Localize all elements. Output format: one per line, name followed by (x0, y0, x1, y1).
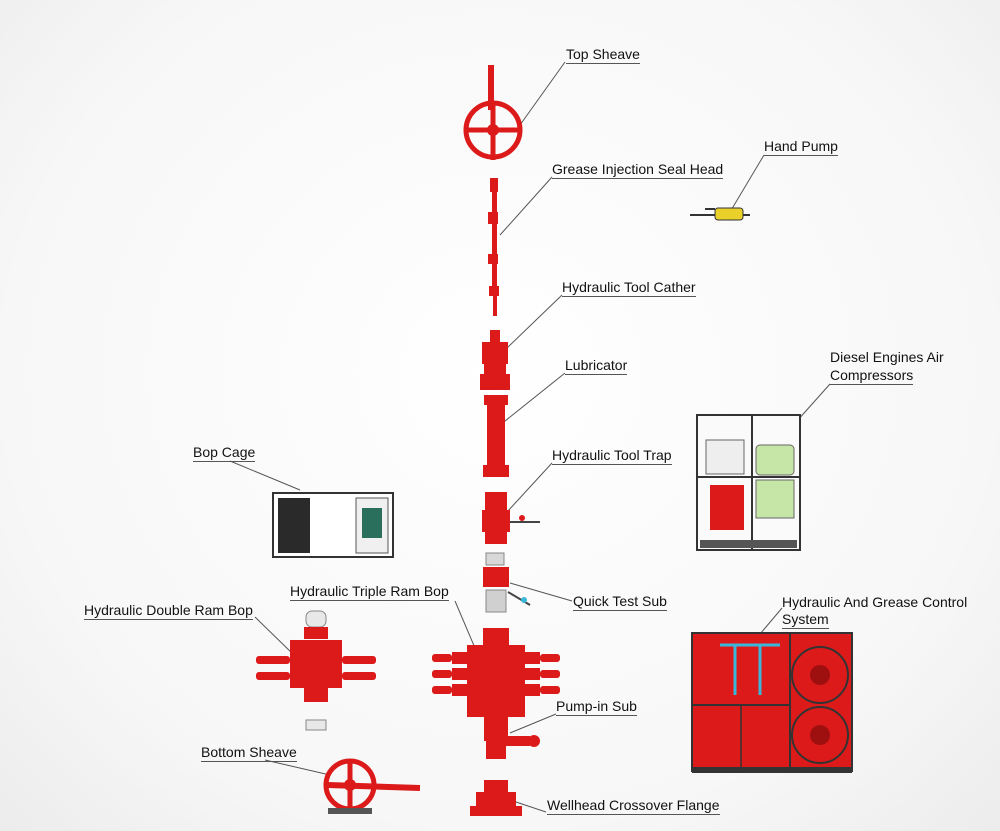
hydraulic-triple-ram-bop (432, 628, 560, 727)
grease-injection-seal-head (488, 178, 499, 316)
label-top-sheave: Top Sheave (566, 46, 640, 64)
label-bottom-sheave: Bottom Sheave (201, 744, 297, 762)
top-sheave (463, 65, 523, 160)
hydraulic-and-grease-control-system (691, 632, 853, 773)
label-grease-injection-seal-head: Grease Injection Seal Head (552, 161, 724, 179)
diesel-engines-air-compressors (696, 414, 801, 551)
hand-pump (690, 207, 750, 221)
label-hand-pump: Hand Pump (764, 138, 838, 156)
label-bop-cage: Bop Cage (193, 444, 256, 462)
label-pump-in-sub: Pump-in Sub (556, 698, 637, 716)
label-hydraulic-and-grease-control-system-line2: System (782, 611, 829, 629)
quick-test-sub (483, 552, 531, 613)
leader-lines (229, 61, 831, 813)
label-diesel-engines-air-compressors-line1: Diesel Engines Air (830, 349, 944, 365)
label-hydraulic-tool-catcher: Hydraulic Tool Cather (562, 279, 696, 297)
bottom-sheave (323, 758, 421, 814)
label-quick-test-sub: Quick Test Sub (573, 593, 667, 611)
label-wellhead-crossover-flange: Wellhead Crossover Flange (547, 797, 720, 815)
label-hydraulic-double-ram-bop: Hydraulic Double Ram Bop (84, 602, 253, 620)
label-hydraulic-and-grease-control-system-line1: Hydraulic And Grease Control (782, 594, 968, 610)
lubricator (483, 395, 509, 477)
hydraulic-tool-trap (482, 492, 540, 544)
wellhead-crossover-flange (470, 780, 522, 816)
pump-in-sub (484, 727, 540, 759)
label-hydraulic-triple-ram-bop: Hydraulic Triple Ram Bop (290, 583, 449, 601)
label-diesel-engines-air-compressors-line2: Compressors (830, 367, 914, 385)
label-hydraulic-tool-trap: Hydraulic Tool Trap (552, 447, 672, 465)
bop-cage (272, 492, 394, 558)
hydraulic-tool-catcher (480, 330, 510, 390)
label-lubricator: Lubricator (565, 357, 628, 375)
hydraulic-double-ram-bop (256, 610, 376, 731)
